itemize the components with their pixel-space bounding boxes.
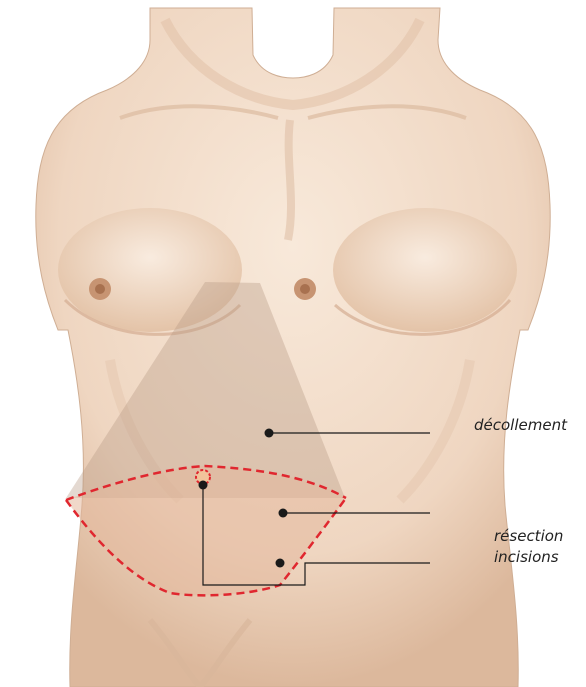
label-resection: résection [494, 527, 563, 545]
nipple-left-center [95, 284, 105, 294]
dot-incisions-umbilicus [199, 481, 208, 490]
breast-right [333, 208, 517, 332]
nipple-right-center [300, 284, 310, 294]
label-decollement: décollement [474, 416, 567, 434]
label-incisions: incisions [494, 548, 559, 566]
sternum-shadow [288, 120, 291, 240]
dot-resection [279, 509, 288, 518]
dot-incisions-lower [276, 559, 285, 568]
dot-decollement [265, 429, 274, 438]
